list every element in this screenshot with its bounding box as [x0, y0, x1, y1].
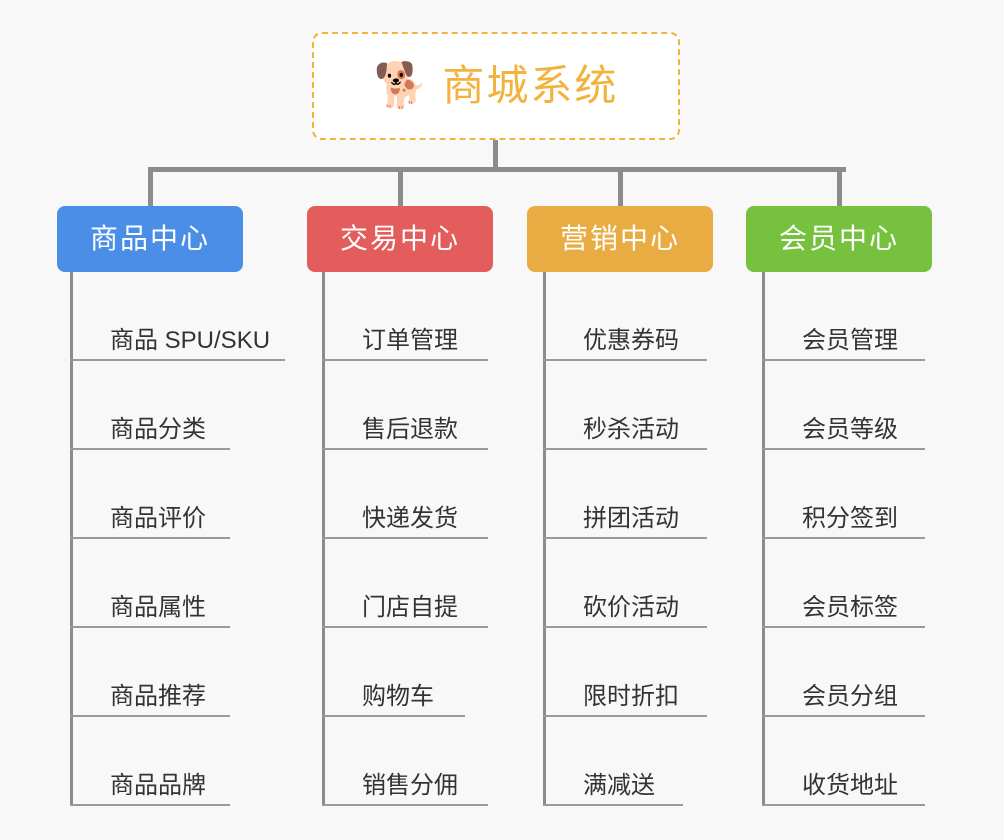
leaf-item[interactable]: 秒杀活动 [543, 361, 727, 450]
category-box-1[interactable]: 商品中心 [57, 206, 243, 272]
leaf-item-label: 会员标签 [802, 594, 898, 621]
connector-root-stem [493, 140, 498, 169]
leaf-underline [543, 359, 707, 361]
leaf-item[interactable]: 售后退款 [322, 361, 508, 450]
leaf-trunk-line [762, 272, 765, 806]
leaf-item-label: 满减送 [583, 772, 655, 799]
leaf-underline [322, 537, 488, 539]
leaf-item[interactable]: 会员标签 [762, 539, 945, 628]
leaf-item[interactable]: 订单管理 [322, 272, 508, 361]
root-node-shop-system[interactable]: 🐕 商城系统 [312, 32, 680, 140]
connector-horizontal-bus [149, 167, 846, 172]
leaf-item[interactable]: 商品分类 [70, 361, 250, 450]
category-label: 交易中心 [339, 223, 460, 254]
connector-drop-2 [397, 167, 403, 206]
leaf-item-label: 会员分组 [802, 683, 898, 710]
leaf-item[interactable]: 积分签到 [762, 450, 945, 539]
leaf-item[interactable]: 商品 SPU/SKU [70, 272, 305, 361]
leaf-underline [70, 359, 285, 361]
leaf-underline [762, 804, 925, 806]
leaf-underline [322, 715, 465, 717]
leaf-item[interactable]: 会员分组 [762, 628, 945, 717]
leaf-item-label: 秒杀活动 [583, 416, 679, 443]
connector-drop-4 [836, 167, 842, 206]
leaf-item[interactable]: 优惠券码 [543, 272, 727, 361]
leaf-item-label: 优惠券码 [583, 327, 679, 354]
leaf-item[interactable]: 销售分佣 [322, 717, 508, 806]
leaf-item-label: 门店自提 [362, 594, 458, 621]
leaf-underline [70, 626, 230, 628]
leaf-item[interactable]: 砍价活动 [543, 539, 727, 628]
leaf-underline [322, 448, 488, 450]
leaf-underline [70, 715, 230, 717]
leaf-item[interactable]: 商品品牌 [70, 717, 250, 806]
leaf-column-1: 商品 SPU/SKU 商品分类商品评价商品属性商品推荐商品品牌 [70, 272, 305, 806]
leaf-item-label: 积分签到 [802, 505, 898, 532]
leaf-underline [543, 448, 707, 450]
leaf-item-label: 限时折扣 [583, 683, 679, 710]
leaf-item-label: 拼团活动 [583, 505, 679, 532]
leaf-underline [70, 537, 230, 539]
shiba-inu-dog-icon: 🐕 [373, 61, 429, 110]
leaf-underline [322, 359, 488, 361]
leaf-underline [762, 537, 925, 539]
leaf-item[interactable]: 商品属性 [70, 539, 250, 628]
connector-drop-1 [147, 167, 153, 206]
leaf-item[interactable]: 满减送 [543, 717, 703, 806]
leaf-item-label: 商品品牌 [110, 772, 206, 799]
leaf-underline [762, 448, 925, 450]
leaf-item-label: 商品 SPU/SKU [110, 327, 271, 354]
leaf-item[interactable]: 购物车 [322, 628, 485, 717]
leaf-item-label: 商品分类 [110, 416, 206, 443]
leaf-item[interactable]: 商品评价 [70, 450, 250, 539]
category-label: 商品中心 [89, 223, 210, 254]
leaf-underline [543, 626, 707, 628]
root-title: 商城系统 [442, 62, 619, 109]
leaf-item-label: 商品推荐 [110, 683, 206, 710]
leaf-underline [322, 804, 488, 806]
leaf-underline [70, 804, 230, 806]
leaf-underline [70, 448, 230, 450]
leaf-item-label: 商品属性 [110, 594, 206, 621]
leaf-item-label: 订单管理 [362, 327, 458, 354]
leaf-underline [543, 537, 707, 539]
category-label: 会员中心 [778, 223, 899, 254]
leaf-item-label: 购物车 [362, 683, 434, 710]
leaf-underline [762, 359, 925, 361]
leaf-item-label: 快递发货 [362, 505, 458, 532]
leaf-item-label: 砍价活动 [583, 594, 679, 621]
category-label: 营销中心 [559, 223, 680, 254]
leaf-underline [322, 626, 488, 628]
leaf-column-3: 优惠券码秒杀活动拼团活动砍价活动限时折扣满减送 [543, 272, 727, 806]
category-box-4[interactable]: 会员中心 [746, 206, 932, 272]
leaf-item[interactable]: 会员等级 [762, 361, 945, 450]
leaf-trunk-line [322, 272, 325, 806]
leaf-underline [543, 804, 683, 806]
leaf-item[interactable]: 商品推荐 [70, 628, 250, 717]
leaf-item[interactable]: 收货地址 [762, 717, 945, 806]
leaf-underline [762, 626, 925, 628]
leaf-item-label: 会员等级 [802, 416, 898, 443]
leaf-item[interactable]: 拼团活动 [543, 450, 727, 539]
leaf-item[interactable]: 快递发货 [322, 450, 508, 539]
leaf-item-label: 会员管理 [802, 327, 898, 354]
leaf-item[interactable]: 限时折扣 [543, 628, 727, 717]
leaf-item-label: 商品评价 [110, 505, 206, 532]
category-box-3[interactable]: 营销中心 [527, 206, 713, 272]
leaf-item[interactable]: 会员管理 [762, 272, 945, 361]
leaf-item[interactable]: 门店自提 [322, 539, 508, 628]
leaf-item-label: 销售分佣 [362, 772, 458, 799]
leaf-item-label: 收货地址 [802, 772, 898, 799]
connector-drop-3 [617, 167, 623, 206]
leaf-column-2: 订单管理售后退款快递发货门店自提购物车销售分佣 [322, 272, 508, 806]
leaf-underline [543, 715, 707, 717]
leaf-item-label: 售后退款 [362, 416, 458, 443]
leaf-trunk-line [543, 272, 546, 806]
leaf-underline [762, 715, 925, 717]
category-box-2[interactable]: 交易中心 [307, 206, 493, 272]
leaf-trunk-line [70, 272, 73, 806]
leaf-column-4: 会员管理会员等级积分签到会员标签会员分组收货地址 [762, 272, 945, 806]
